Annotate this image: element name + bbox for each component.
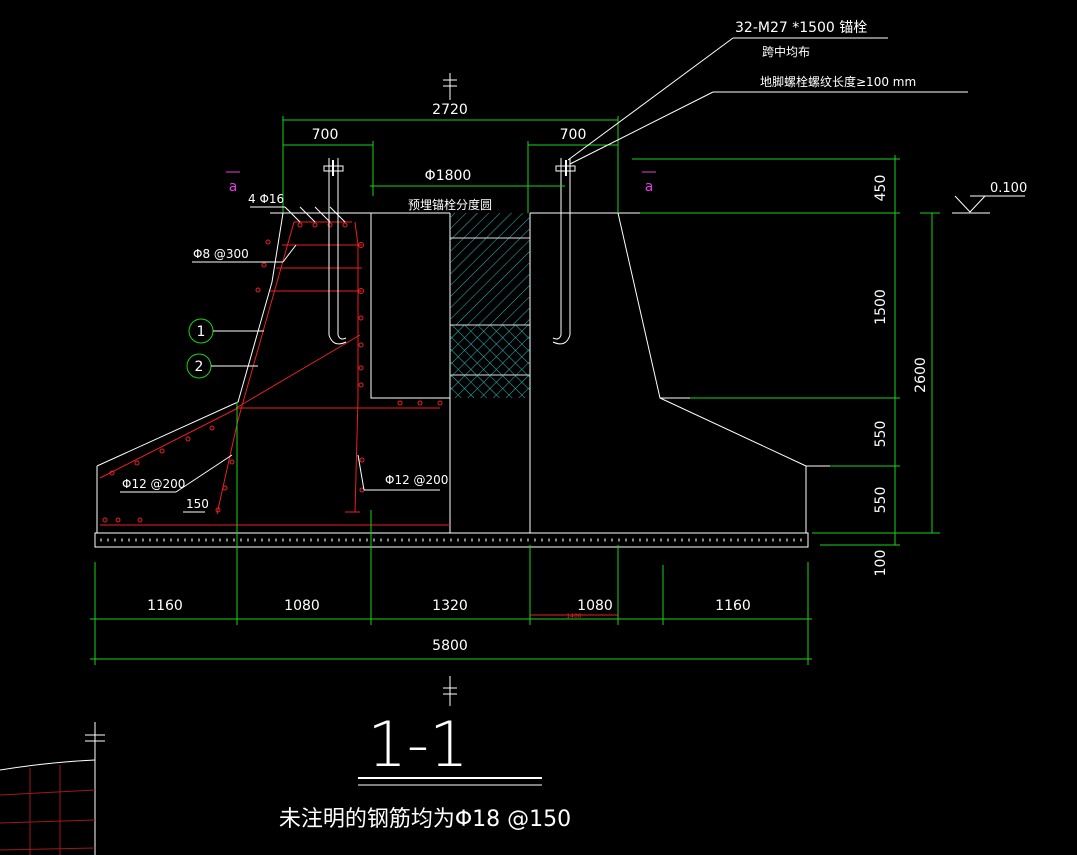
dim-bottom-1: 1160 [147, 598, 183, 614]
dim-100: 100 [873, 550, 889, 577]
dim-top-left: 700 [312, 127, 339, 143]
offset-label: 150 [186, 497, 209, 511]
section-title: 1-1 [367, 708, 468, 781]
right-mesh-label: Φ12 @200 [385, 473, 448, 487]
dim-550a: 550 [873, 421, 889, 448]
dim-bottom-total: 5800 [432, 638, 468, 654]
anchor-bolt-left [323, 158, 347, 345]
dim-top-total: 2720 [432, 102, 468, 118]
dim-2600: 2600 [913, 357, 929, 393]
bolt-distribution-label: 跨中均布 [762, 44, 810, 59]
section-marker-right: a [645, 179, 654, 195]
item-markers: 1 2 [186, 318, 264, 379]
bolt-spec-label: 32-M27 *1500 锚栓 [735, 20, 867, 36]
centerline [85, 73, 457, 855]
rebar-group [99, 221, 618, 616]
dim-small-mark: 1400 [566, 613, 581, 620]
dim-450: 450 [873, 175, 889, 202]
dimensions-bottom: 1160 1080 1320 1080 1160 5800 1400 [90, 402, 812, 665]
bolt-thread-label: 地脚螺栓螺纹长度≥100 mm [760, 74, 916, 89]
stirrup-label: Φ8 @300 [193, 247, 249, 261]
plan-fragment [0, 759, 96, 855]
dim-550b: 550 [873, 487, 889, 514]
dim-1500: 1500 [873, 289, 889, 325]
item-marker-2: 2 [195, 359, 204, 375]
anchor-bolt-right [552, 158, 576, 345]
elevation-label: 0.100 [990, 181, 1027, 196]
elevation-marker: 0.100 [952, 181, 1027, 214]
dimensions-top: 2720 700 700 Φ1800 预埋锚栓分度圆 [270, 102, 619, 214]
circle-diameter-label: Φ1800 [425, 168, 472, 184]
dim-bottom-4: 1080 [577, 598, 613, 614]
top-bars-label: 4 Φ16 [248, 192, 284, 206]
dimensions-right: 450 1500 550 550 100 2600 [632, 155, 940, 576]
item-marker-1: 1 [197, 324, 206, 340]
dim-bottom-2: 1080 [284, 598, 320, 614]
embedded-circle-label: 预埋锚栓分度圆 [408, 197, 492, 212]
anchor-bolt-callouts: 32-M27 *1500 锚栓 跨中均布 地脚螺栓螺纹长度≥100 mm [567, 20, 968, 165]
dim-bottom-5: 1160 [715, 598, 751, 614]
section-markers: a a [226, 171, 656, 195]
section-marker-left: a [229, 179, 238, 195]
left-mesh-label: Φ12 @200 [122, 477, 185, 491]
dim-bottom-3: 1320 [432, 598, 468, 614]
section-title-block: 1-1 未注明的钢筋均为Φ18 @150 [279, 708, 571, 832]
hatch-region [450, 213, 530, 398]
dim-top-right: 700 [560, 127, 587, 143]
general-note: 未注明的钢筋均为Φ18 @150 [279, 807, 571, 832]
rebar-callouts: 4 Φ16 Φ8 @300 Φ12 @200 150 Φ12 @200 [120, 192, 448, 513]
blinding-layer [94, 532, 809, 548]
